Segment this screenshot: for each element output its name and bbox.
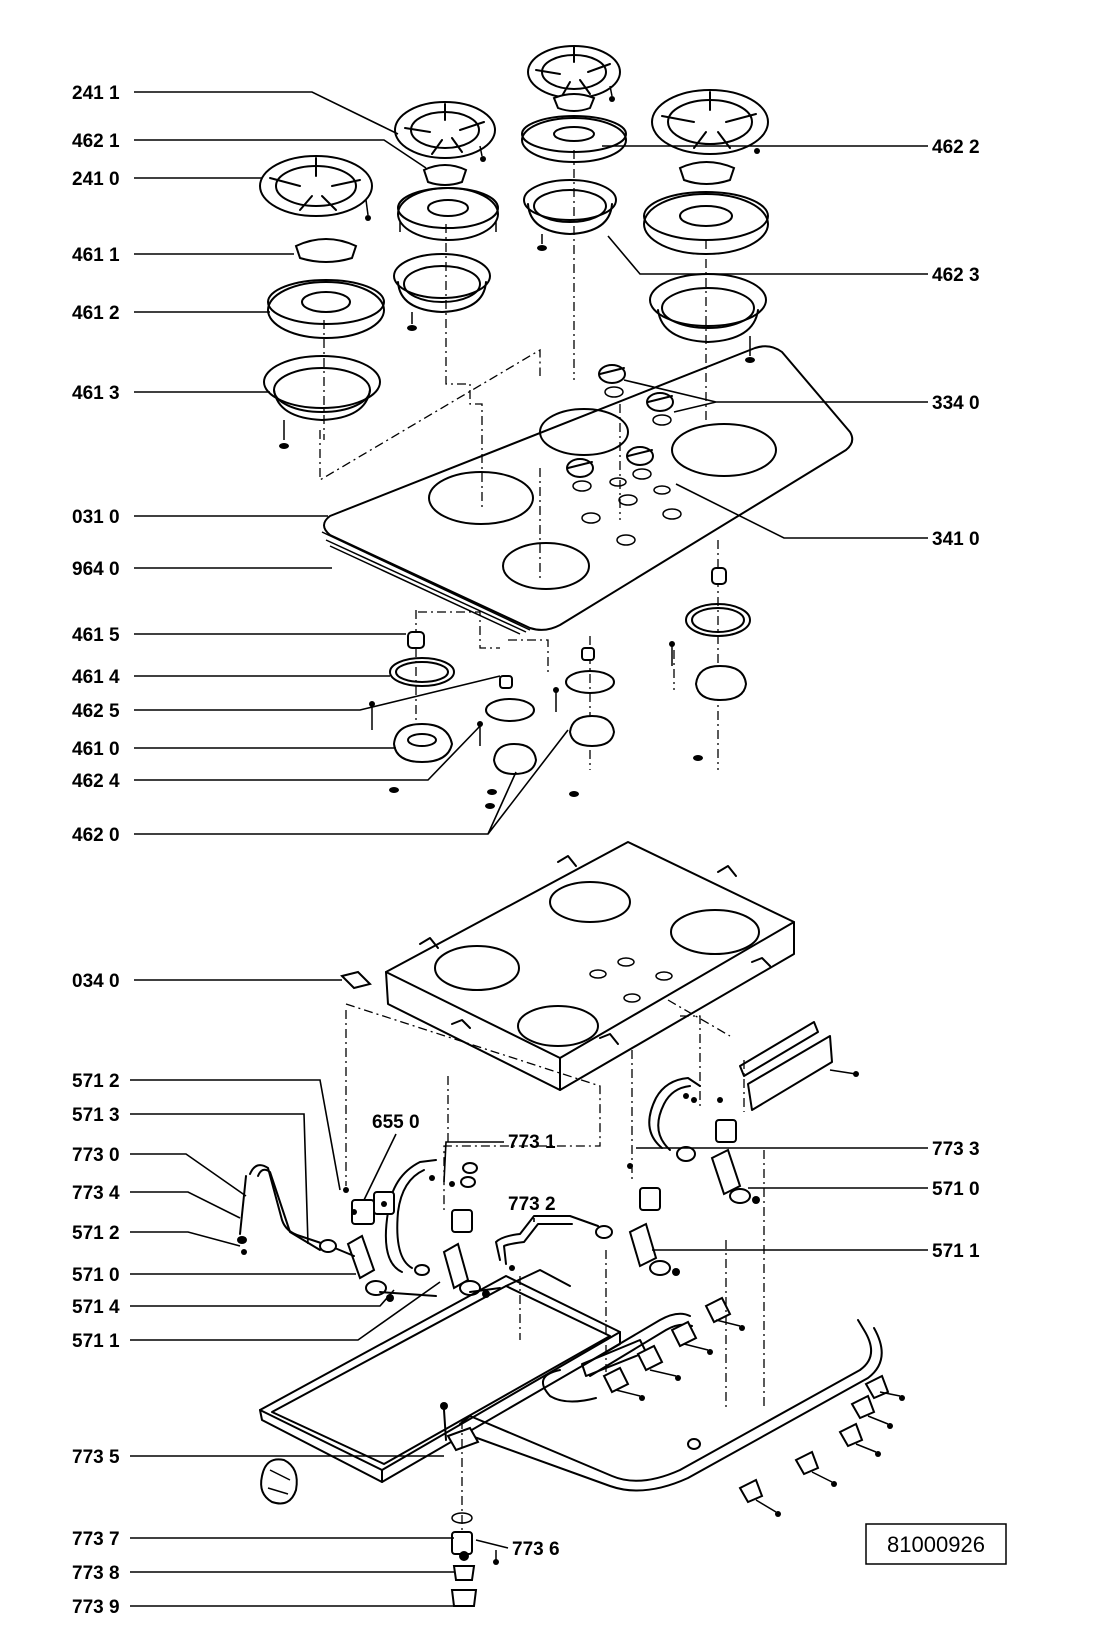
label-241-0: 241 0: [72, 169, 120, 190]
seal-strip: [325, 539, 527, 635]
thermocouple-block: [373, 1191, 395, 1215]
gas-tap: [429, 1175, 490, 1298]
part-labels-inline: 655 0 773 1 773 2 773 6: [372, 1112, 560, 1560]
leader-lines: [130, 91, 928, 1607]
burner-head-middle: [397, 187, 499, 241]
gas-pipework: [237, 1077, 760, 1302]
burner-cap-middle: [422, 164, 468, 186]
label-571-2: 571 2: [72, 1071, 120, 1092]
gas-regulator: [260, 1458, 298, 1505]
label-773-6: 773 6: [512, 1539, 560, 1560]
label-462-0: 462 0: [72, 825, 120, 846]
burner-cup-left: [263, 355, 381, 449]
label-462-5: 462 5: [72, 701, 120, 722]
label-571-4: 571 4: [72, 1297, 120, 1318]
bottom-frame: [259, 1269, 647, 1483]
assembly-centrelines-lower: [345, 999, 765, 1530]
gas-tap: [627, 1163, 680, 1276]
label-571-1: 571 1: [72, 1331, 120, 1352]
label-655-0: 655 0: [372, 1112, 420, 1133]
cooktop-glass-panel: [321, 345, 854, 631]
label-461-1: 461 1: [72, 245, 120, 266]
part-labels-left: 241 1 462 1 241 0 461 1 461 2 461 3 031 …: [72, 83, 120, 1618]
pan-support-left: [259, 155, 373, 221]
label-461-4: 461 4: [72, 667, 120, 688]
label-341-0: 341 0: [932, 529, 980, 550]
pan-support-middle: [394, 101, 496, 162]
burner-cup-middle: [393, 253, 491, 331]
burner-cap-right: [678, 161, 736, 185]
knob: [566, 458, 594, 492]
pan-support-right: [651, 89, 769, 155]
label-773-1: 773 1: [508, 1132, 556, 1153]
label-773-2: 773 2: [508, 1194, 556, 1215]
knob: [646, 392, 674, 426]
label-964-0: 964 0: [72, 559, 120, 580]
clip: [340, 970, 372, 990]
burner-cap-back: [552, 93, 596, 112]
burner-cap-small-left: [294, 238, 358, 263]
reference-number-box: 81000926: [865, 1523, 1007, 1565]
label-031-0: 031 0: [72, 507, 120, 528]
label-773-7: 773 7: [72, 1529, 120, 1550]
label-571-3: 571 3: [72, 1105, 120, 1126]
label-461-5: 461 5: [72, 625, 120, 646]
label-571-1-right: 571 1: [932, 1241, 980, 1262]
burner-head-left: [267, 279, 385, 339]
knob: [626, 446, 654, 480]
label-462-4: 462 4: [72, 771, 120, 792]
label-773-9: 773 9: [72, 1597, 120, 1618]
manifold-pipe: [459, 1312, 883, 1492]
burner-cup-right: [649, 273, 767, 363]
label-334-0: 334 0: [932, 393, 980, 414]
label-462-3: 462 3: [932, 265, 980, 286]
gas-taps-upper: [369, 567, 751, 809]
label-461-0: 461 0: [72, 739, 120, 760]
part-labels-right: 462 2 462 3 334 0 341 0 773 3 571 0 571 …: [932, 137, 980, 1262]
label-571-0-right: 571 0: [932, 1179, 980, 1200]
label-773-0: 773 0: [72, 1145, 120, 1166]
burner-injector-brackets: [602, 1296, 905, 1517]
label-773-5: 773 5: [72, 1447, 120, 1468]
gas-tap: [683, 1093, 760, 1204]
label-773-3: 773 3: [932, 1139, 980, 1160]
label-773-4: 773 4: [72, 1183, 120, 1204]
label-461-2: 461 2: [72, 303, 120, 324]
cooktop-box: [385, 841, 795, 1091]
label-571-0: 571 0: [72, 1265, 120, 1286]
label-241-1: 241 1: [72, 83, 120, 104]
label-462-1: 462 1: [72, 131, 120, 152]
gas-inlet-connector: [440, 1402, 499, 1607]
burner-cup-back: [523, 179, 617, 251]
reference-number: 81000926: [887, 1532, 985, 1557]
control-knobs: [566, 364, 674, 495]
label-773-8: 773 8: [72, 1563, 120, 1584]
label-034-0: 034 0: [72, 971, 120, 992]
label-571-2-b: 571 2: [72, 1223, 120, 1244]
side-bracket: [739, 1021, 859, 1111]
label-462-2: 462 2: [932, 137, 980, 158]
label-461-3: 461 3: [72, 383, 120, 404]
knob: [598, 364, 626, 398]
